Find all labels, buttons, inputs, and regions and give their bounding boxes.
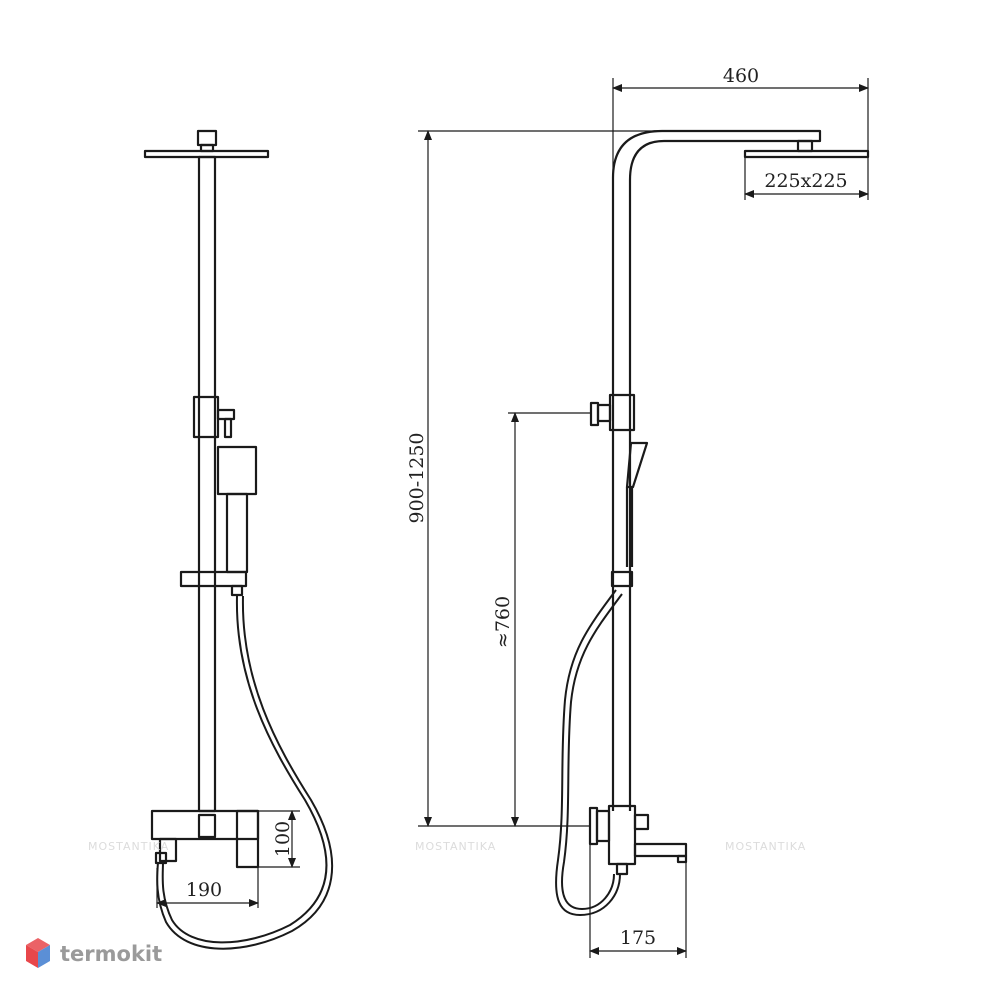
side-mixer-body <box>607 804 637 866</box>
cube-icon <box>26 938 50 968</box>
front-slider-holder <box>179 570 248 588</box>
side-shower-head <box>743 149 870 159</box>
front-shower-hose <box>161 595 328 944</box>
side-slider-holder <box>610 570 634 588</box>
side-spout <box>633 842 688 858</box>
dim-bar-height: ≈760 <box>492 596 514 648</box>
front-hand-shower-handle <box>225 492 249 574</box>
watermark-left: MOSTANTIKA <box>88 840 169 853</box>
dim-mixer-width: 190 <box>186 879 222 901</box>
side-shower-hose <box>555 589 621 917</box>
side-riser-pipe <box>611 129 822 811</box>
side-view: 460 225x225 900-1250 ≈760 175 <box>406 65 870 958</box>
dim-mixer-height: 100 <box>272 821 294 857</box>
dim-spout-length: 175 <box>620 927 656 949</box>
front-riser-pipe <box>197 155 217 813</box>
front-mixer-outlet <box>158 837 178 863</box>
brand-logo: termokit <box>24 934 162 974</box>
front-hand-shower-head <box>216 445 258 496</box>
brand-name: termokit <box>60 942 163 966</box>
front-view: 100 190 <box>143 129 334 950</box>
dim-head-size: 225x225 <box>764 170 847 192</box>
watermark-right: MOSTANTIKA <box>725 840 806 853</box>
front-head-connector <box>196 129 218 147</box>
dim-head-reach: 460 <box>723 65 759 87</box>
dim-height-range: 900-1250 <box>406 432 428 523</box>
watermark-center: MOSTANTIKA <box>415 840 496 853</box>
